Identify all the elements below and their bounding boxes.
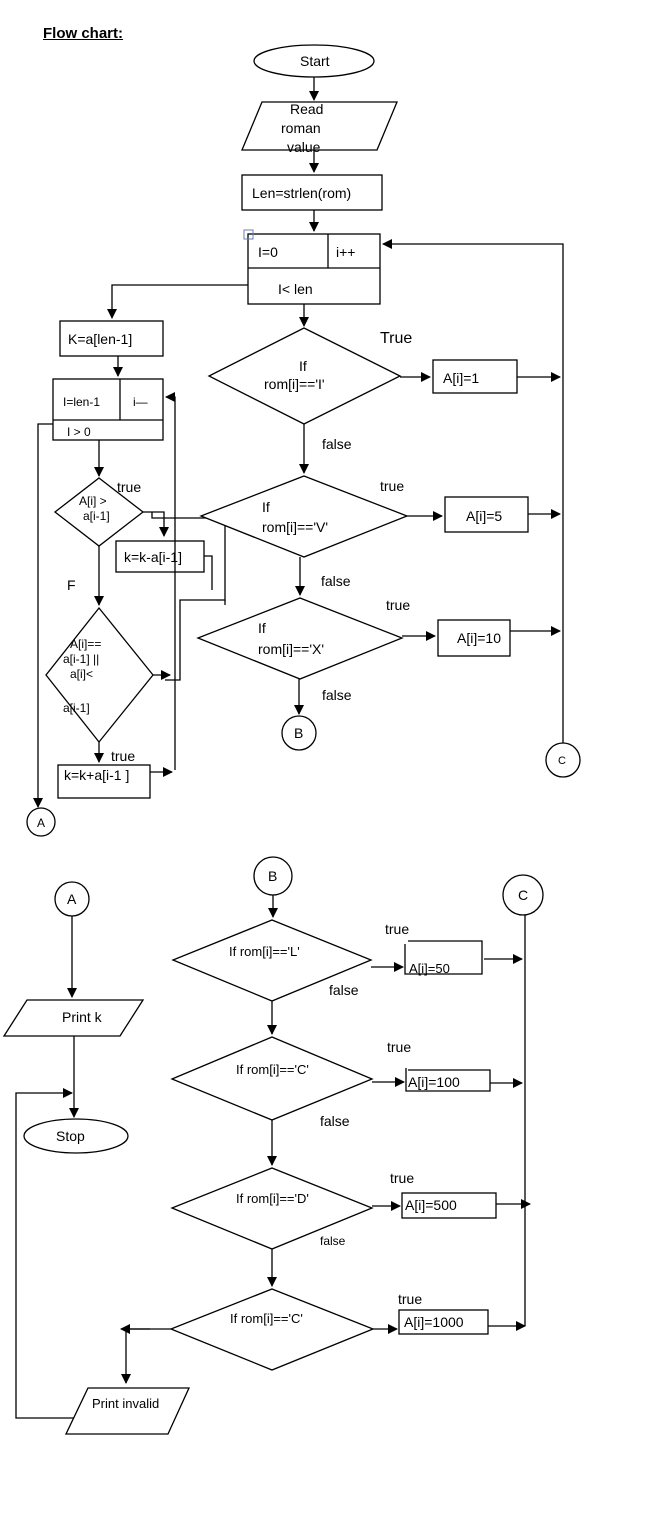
cmp1-line-1: A[i] >	[79, 494, 107, 508]
loop-cond-label: I< len	[278, 281, 313, 297]
assign-d-process	[401, 1192, 497, 1219]
k-minus-label: k=k-a[i-1]	[124, 549, 182, 565]
assign-x-process	[437, 619, 511, 657]
loop-init-label: I=0	[258, 244, 278, 260]
assign-x-label: A[i]=10	[457, 630, 501, 646]
if-m-true-label: true	[398, 1291, 422, 1307]
inner-loop-box	[52, 378, 164, 441]
arrow-back-inner	[165, 392, 176, 770]
arrow-cmp1-true	[143, 511, 169, 537]
inner-init-label: I=len-1	[63, 395, 100, 409]
print-k-io	[2, 999, 145, 1037]
connector-a-bottom-label: A	[67, 891, 77, 907]
connector-a-top-label: A	[37, 816, 45, 830]
if-x-line-1: If	[258, 620, 266, 636]
if-c-label: If rom[i]=='C'	[236, 1062, 309, 1077]
page-title: Flow chart:	[43, 25, 124, 42]
loop-inc-label: i++	[336, 244, 355, 260]
if-c-true-label: true	[387, 1039, 411, 1055]
print-k-label: Print k	[62, 1009, 103, 1025]
inner-cond-label: I > 0	[67, 425, 91, 439]
k-init-process	[59, 320, 164, 357]
if-x-false-label: false	[322, 687, 352, 703]
len-process	[241, 174, 383, 211]
assign-c-process	[405, 1068, 491, 1092]
if-m-label: If rom[i]=='C'	[230, 1311, 303, 1326]
loop-back-line	[382, 239, 564, 745]
print-invalid-label: Print invalid	[92, 1396, 159, 1411]
cmp2-decision	[45, 606, 154, 744]
assign-m-label: A[i]=1000	[404, 1314, 464, 1330]
cmp2-line-4: a[i-1]	[63, 701, 90, 715]
arrow-invalid-stop	[15, 1088, 78, 1419]
assign-i-process	[432, 359, 518, 394]
if-l-label: If rom[i]=='L'	[229, 944, 300, 959]
assign-l-process	[404, 940, 483, 975]
connector-c-bottom	[502, 874, 544, 916]
assign-m-process	[398, 1309, 489, 1335]
if-v-line-1: If	[262, 499, 270, 515]
stop-label: Stop	[56, 1128, 85, 1144]
if-i-line-2: rom[i]=='I'	[264, 376, 325, 392]
f-label: F	[67, 577, 76, 593]
start-label: Start	[300, 53, 330, 69]
if-x-line-2: rom[i]=='X'	[258, 641, 324, 657]
read-line-3: value	[287, 139, 321, 155]
if-l-true-label: true	[385, 921, 409, 937]
cmp1-true-label: true	[117, 479, 141, 495]
cmp2-line-2: a[i-1] ||	[63, 652, 99, 666]
assign-l-label: A[i]=50	[409, 961, 450, 976]
connector-b-top	[281, 715, 317, 751]
connector-c-top-label: C	[558, 755, 566, 767]
if-v-decision	[199, 475, 409, 558]
k-plus-process	[57, 764, 151, 799]
len-label: Len=strlen(rom)	[252, 185, 351, 201]
cmp1-line-2: a[i-1]	[83, 509, 110, 523]
k-plus-label: k=k+a[i-1 ]	[64, 767, 129, 783]
arrow-loop-exit	[107, 284, 248, 319]
if-d-true-label: true	[390, 1170, 414, 1186]
if-m-decision	[169, 1288, 375, 1371]
cmp2-line-3: a[i]<	[70, 667, 93, 681]
if-v-false-label: false	[321, 573, 351, 589]
arrow-inner-exit-a	[33, 423, 53, 808]
if-d-label: If rom[i]=='D'	[236, 1191, 309, 1206]
arrow-ifm-false	[121, 1328, 171, 1384]
stop-terminal	[23, 1118, 129, 1154]
outer-loop-box	[247, 233, 381, 305]
print-invalid-io	[64, 1387, 191, 1435]
if-v-true-label: true	[380, 478, 404, 494]
k-init-label: K=a[len-1]	[68, 331, 132, 347]
if-i-true-label: True	[380, 330, 412, 347]
if-c-decision	[170, 1036, 374, 1121]
if-c-false-label: false	[320, 1113, 350, 1129]
read-line-1: Read	[290, 101, 323, 117]
assign-v-label: A[i]=5	[466, 508, 502, 524]
cmp2-line-1: A[i]==	[70, 637, 101, 651]
read-io	[241, 101, 398, 151]
return-kminus	[204, 555, 213, 590]
if-i-line-1: If	[299, 358, 307, 374]
if-i-false-label: false	[322, 436, 352, 452]
cmp2-true-label: true	[111, 748, 135, 764]
inner-inc-label: i—	[133, 395, 148, 409]
connector-c-top	[545, 742, 581, 778]
move-handle-icon	[243, 229, 254, 240]
if-d-false-label: false	[320, 1234, 346, 1248]
if-v-line-2: rom[i]=='V'	[262, 519, 328, 535]
connector-a-top	[26, 807, 56, 837]
assign-c-label: A[i]=100	[408, 1074, 460, 1090]
connector-c-bottom-label: C	[518, 887, 528, 903]
connector-b-top-label: B	[294, 725, 303, 741]
assign-d-label: A[i]=500	[405, 1197, 457, 1213]
assign-v-process	[444, 496, 529, 533]
read-line-2: roman	[281, 120, 321, 136]
if-x-true-label: true	[386, 597, 410, 613]
assign-i-label: A[i]=1	[443, 370, 479, 386]
return-line-1	[151, 512, 226, 681]
connector-b-bottom-label: B	[268, 868, 277, 884]
if-l-false-label: false	[329, 982, 359, 998]
if-x-decision	[196, 597, 404, 680]
